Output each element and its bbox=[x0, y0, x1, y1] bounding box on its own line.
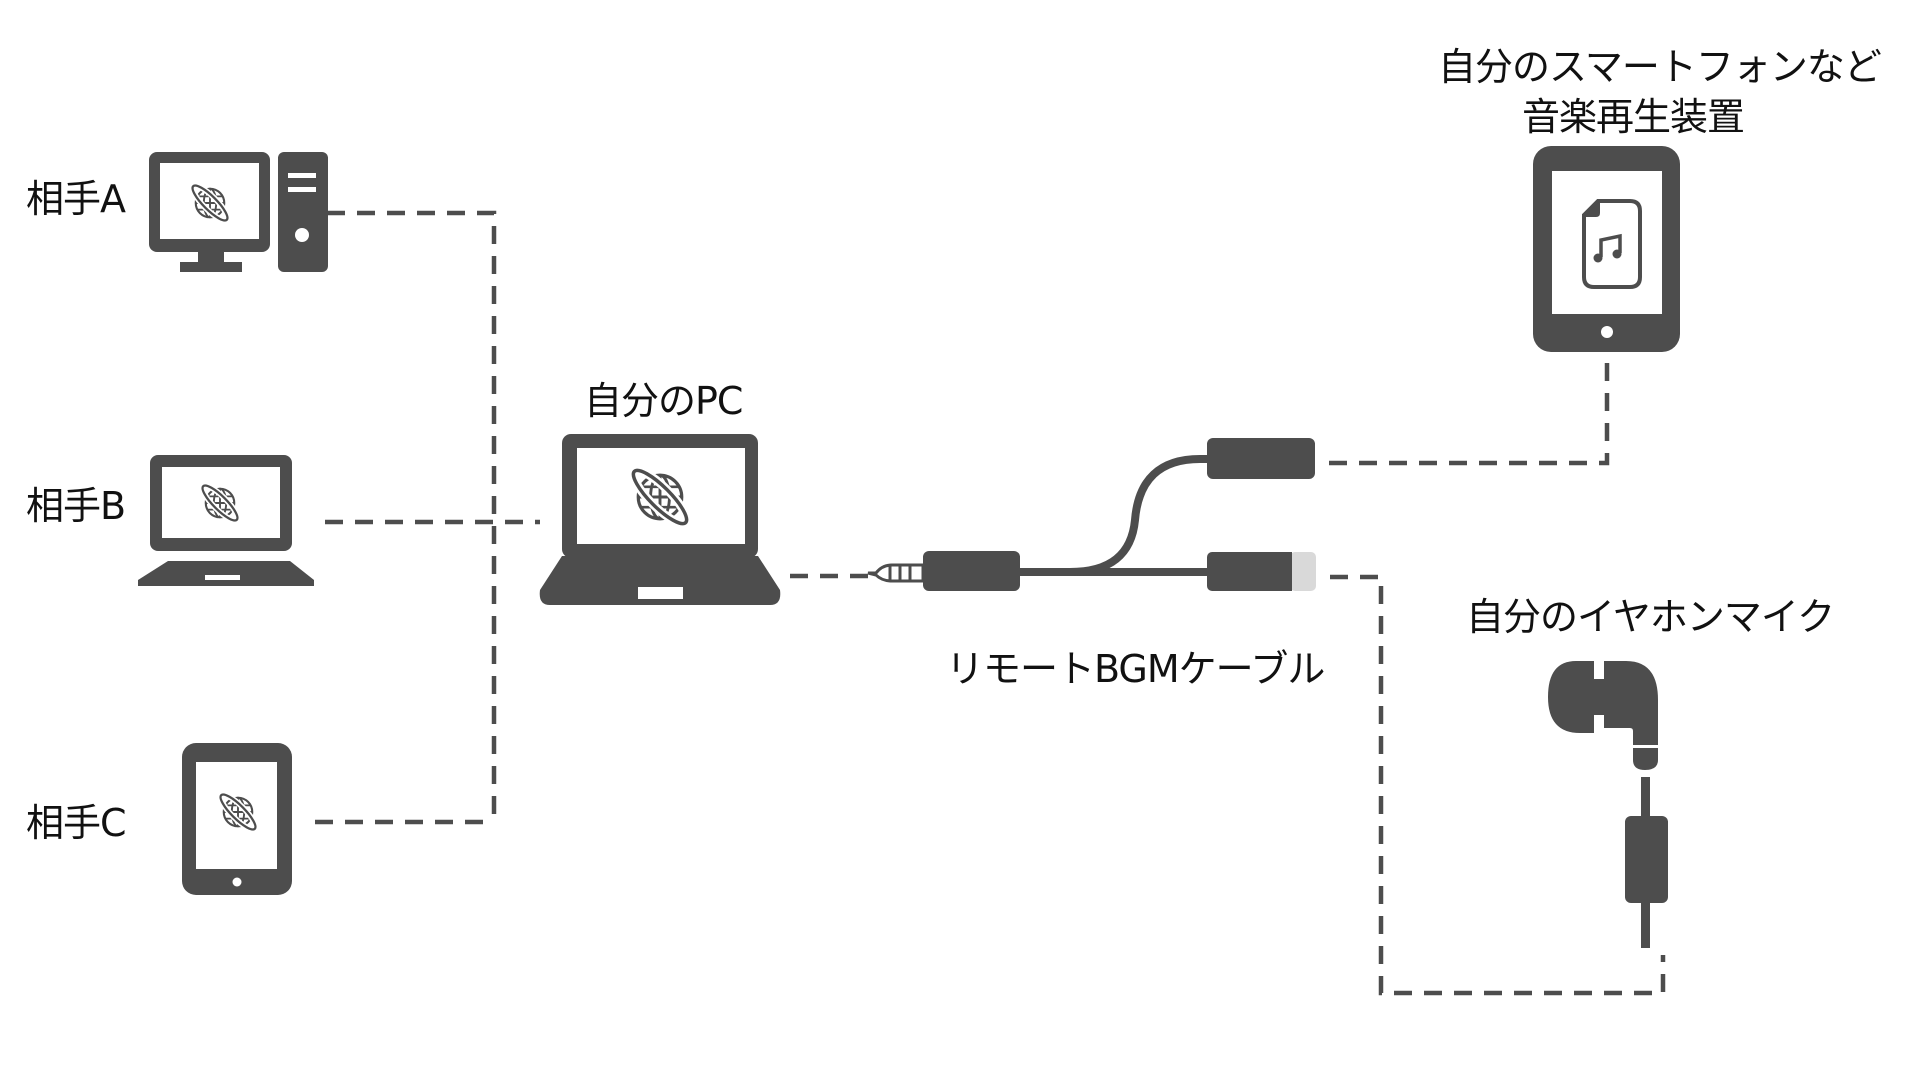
link-cable-to-earphone bbox=[1330, 574, 1666, 996]
mic-box bbox=[1625, 816, 1668, 903]
earphone-label: 自分のイヤホンマイク bbox=[1466, 595, 1835, 639]
cable-label: リモートBGMケーブル bbox=[946, 647, 1325, 691]
tablet-music-icon bbox=[1533, 146, 1680, 352]
peer-b-label: 相手B bbox=[26, 484, 126, 528]
my-pc-laptop-icon bbox=[539, 434, 781, 605]
lower-connector bbox=[1207, 552, 1292, 591]
my-pc-label: 自分のPC bbox=[584, 379, 743, 423]
peer-a-label: 相手A bbox=[26, 177, 126, 221]
dashed-connections bbox=[315, 210, 1666, 996]
remote-bgm-cable-icon bbox=[867, 438, 1316, 591]
music-file-icon bbox=[1582, 199, 1642, 289]
plug-body bbox=[923, 551, 1020, 591]
plug-jack bbox=[867, 563, 925, 583]
link-peer-a bbox=[327, 210, 497, 822]
tablet-icon bbox=[182, 743, 292, 895]
desktop-pc-icon bbox=[149, 152, 328, 272]
upper-connector bbox=[1207, 438, 1315, 479]
link-cable-to-player bbox=[1329, 352, 1610, 466]
music-player-label-line1: 自分のスマートフォンなど bbox=[1438, 45, 1882, 89]
music-player-label-line2: 音楽再生装置 bbox=[1521, 95, 1745, 139]
peer-c-label: 相手C bbox=[26, 801, 127, 845]
lower-connector-tip bbox=[1290, 552, 1316, 591]
laptop-icon bbox=[138, 455, 314, 586]
earphone-mic-icon bbox=[1548, 661, 1668, 948]
